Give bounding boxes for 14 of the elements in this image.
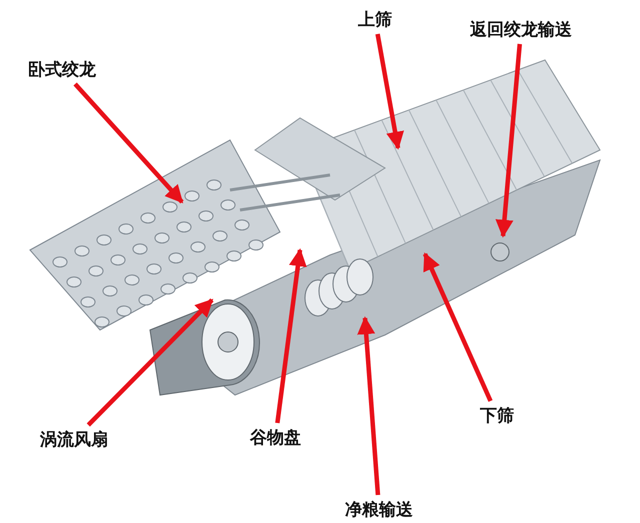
leader-arrow [422, 252, 493, 402]
leader-arrow [86, 298, 214, 427]
part-label: 净粮输送 [345, 498, 413, 521]
leader-arrow [357, 316, 380, 496]
leader-arrow [375, 34, 404, 150]
part-label: 卧式绞龙 [28, 58, 96, 81]
leader-arrow [73, 82, 184, 204]
leader-arrow [275, 248, 307, 424]
leader-arrow [495, 44, 522, 238]
part-label: 下筛 [480, 404, 514, 427]
part-label: 上筛 [358, 8, 392, 31]
part-label: 谷物盘 [250, 426, 301, 449]
part-label: 返回绞龙输送 [470, 18, 572, 41]
part-label: 涡流风扇 [40, 428, 108, 451]
